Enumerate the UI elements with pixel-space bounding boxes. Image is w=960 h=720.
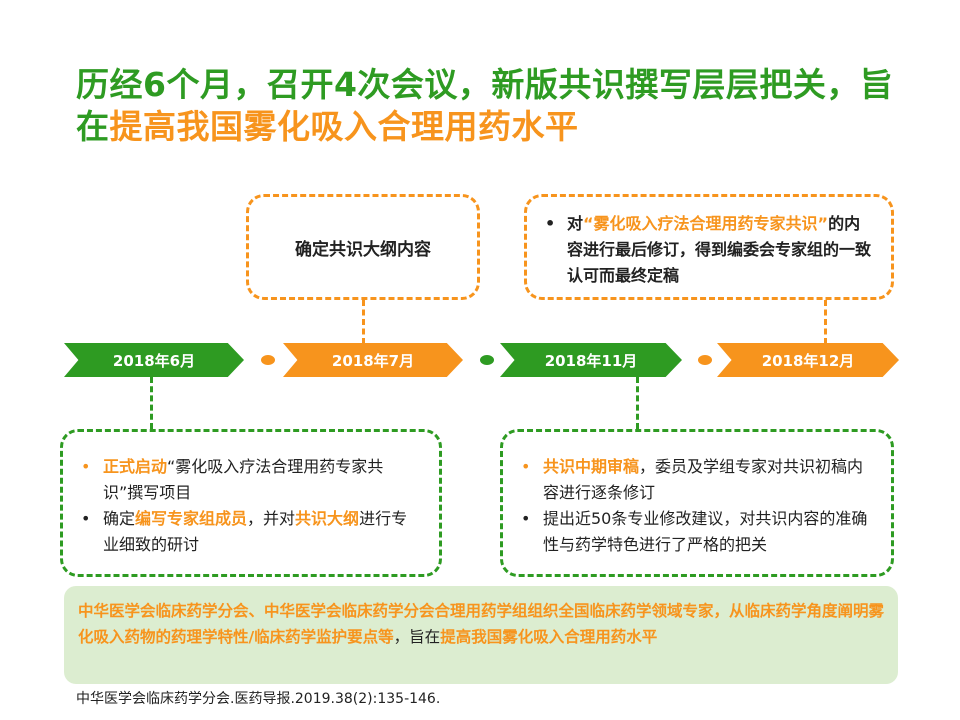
jun-item2-highlight1: 编写专家组成员 [135, 509, 248, 528]
timeline-arrow-jun: 2018年6月 [64, 343, 244, 377]
title-highlight: 提高我国雾化吸入合理用药水平 [109, 107, 579, 146]
summary-connector-text: ，旨在 [393, 628, 441, 646]
jul-box-text: 确定共识大纲内容 [295, 239, 431, 260]
nov-box-item-2: • 提出近50条专业修改建议，对共识内容的准确性与药学特色进行了严格的把关 [517, 506, 875, 558]
title-text: 历经6个月，召开4次会议，新版共识撰写层层把关，旨在 [76, 65, 894, 146]
nov-box: • 共识中期审稿，委员及学组专家对共识初稿内容进行逐条修订 • 提出近50条专业修改… [500, 429, 894, 577]
nov-box-list: • 共识中期审稿，委员及学组专家对共识初稿内容进行逐条修订 • 提出近50条专业修改… [517, 454, 875, 558]
summary-text: 中华医学会临床药学分会、中华医学会临床药学分会合理用药学组组织全国临床药学领域专… [78, 602, 885, 646]
jun-box-item-1: • 正式启动“雾化吸入疗法合理用药专家共识”撰写项目 [77, 454, 423, 506]
slide-title: 历经6个月，召开4次会议，新版共识撰写层层把关，旨在提高我国雾化吸入合理用药水平 [76, 64, 896, 148]
nov-item1-highlight: 共识中期审稿 [543, 457, 640, 476]
timeline-dot-3 [698, 355, 712, 365]
dec-text-a: 对 [567, 214, 584, 233]
jun-connector [150, 377, 153, 429]
dec-box-list: • 对“雾化吸入疗法合理用药专家共识”的内容进行最后修订，得到编委会专家组的一致认… [541, 211, 873, 289]
timeline-dot-1 [261, 355, 275, 365]
timeline-label-dec: 2018年12月 [761, 351, 855, 370]
dec-connector [824, 300, 827, 344]
jun-item1-highlight: 正式启动 [103, 457, 168, 476]
jun-item2-highlight2: 共识大纲 [295, 509, 360, 528]
summary-box: 中华医学会临床药学分会、中华医学会临床药学分会合理用药学组组织全国临床药学领域专… [64, 586, 898, 684]
bullet-icon: • [521, 457, 531, 476]
timeline-label-jun: 2018年6月 [112, 351, 196, 370]
jul-connector [362, 300, 365, 344]
timeline-dot-2 [480, 355, 494, 365]
jun-box-list: • 正式启动“雾化吸入疗法合理用药专家共识”撰写项目 • 确定编写专家组成员，并对共… [77, 454, 423, 558]
timeline-label-jul: 2018年7月 [331, 351, 415, 370]
dec-text-c: 的内容进行最后修订，得到编委会专家组的一致认可而最终定稿 [567, 214, 872, 285]
nov-item2-text: 提出近50条专业修改建议，对共识内容的准确性与药学特色进行了严格的把关 [543, 509, 868, 554]
jun-item2-c: 进行专业细致的研讨 [103, 509, 408, 554]
bullet-icon: • [545, 214, 556, 233]
bullet-icon: • [521, 509, 531, 528]
summary-highlight: 提高我国雾化吸入合理用药水平 [440, 628, 658, 646]
timeline-arrow-dec: 2018年12月 [717, 343, 899, 377]
citation: 中华医学会临床药学分会.医药导报.2019.38(2):135-146. [76, 691, 441, 707]
nov-item1-text: ，委员及学组专家对共识初稿内容进行逐条修订 [543, 457, 864, 502]
bullet-icon: • [81, 509, 91, 528]
jun-box: • 正式启动“雾化吸入疗法合理用药专家共识”撰写项目 • 确定编写专家组成员，并对共… [60, 429, 442, 577]
jun-item1-text: “雾化吸入疗法合理用药专家共识”撰写项目 [103, 457, 384, 502]
jun-item2-a: 确定 [103, 509, 136, 528]
nov-box-item-1: • 共识中期审稿，委员及学组专家对共识初稿内容进行逐条修订 [517, 454, 875, 506]
dec-box-item: • 对“雾化吸入疗法合理用药专家共识”的内容进行最后修订，得到编委会专家组的一致认… [541, 211, 873, 289]
jun-box-item-2: • 确定编写专家组成员，并对共识大纲进行专业细致的研讨 [77, 506, 423, 558]
dec-text-highlight: “雾化吸入疗法合理用药专家共识” [583, 214, 829, 233]
bullet-icon: • [81, 457, 91, 476]
dec-box: • 对“雾化吸入疗法合理用药专家共识”的内容进行最后修订，得到编委会专家组的一致认… [524, 194, 894, 300]
jul-box: 确定共识大纲内容 [246, 194, 480, 300]
jun-item2-b: ，并对 [247, 509, 296, 528]
nov-connector [636, 377, 639, 429]
timeline-arrow-jul: 2018年7月 [283, 343, 463, 377]
timeline-arrow-nov: 2018年11月 [500, 343, 682, 377]
timeline-label-nov: 2018年11月 [544, 351, 638, 370]
